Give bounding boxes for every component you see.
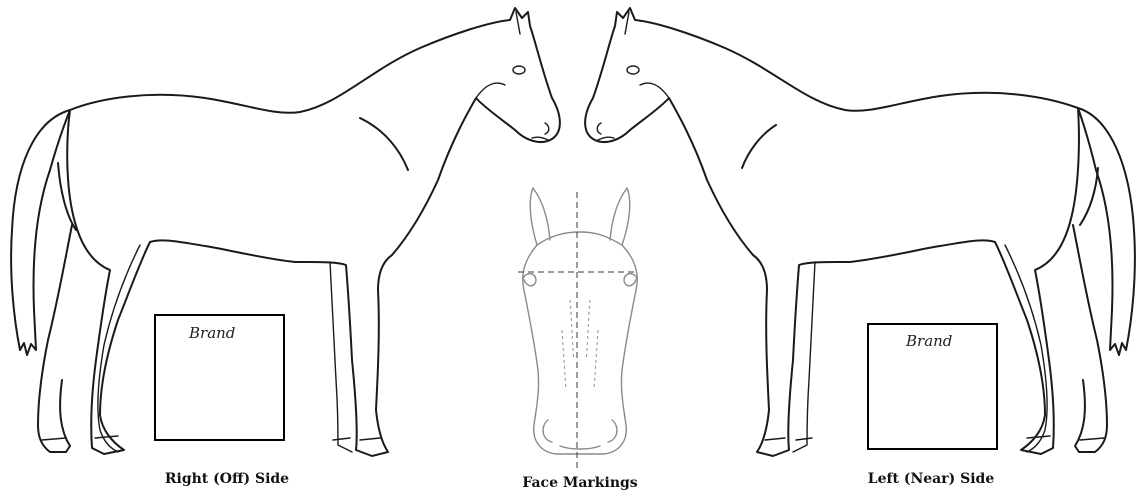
- right-side-far-hind-leg: [98, 245, 140, 452]
- face-markings-label: Face Markings: [522, 475, 637, 491]
- right-side-hoof-1: [42, 438, 66, 440]
- face-detail-right: [594, 330, 598, 390]
- face-detail-left: [562, 330, 566, 390]
- left-side-far-hind-leg: [1005, 245, 1047, 452]
- left-side-hip-line: [1080, 168, 1098, 225]
- left-side-body: [585, 8, 1079, 456]
- right-side-hoof-3: [333, 438, 350, 440]
- left-side-label: Left (Near) Side: [868, 471, 995, 487]
- right-side-hoof-2: [95, 436, 118, 438]
- right-side-near-hind-leg: [38, 225, 72, 452]
- face-right-eye: [624, 274, 637, 286]
- right-side-mouth: [532, 137, 548, 140]
- right-side-horse-outline: [11, 8, 560, 456]
- left-side-tail: [1078, 108, 1135, 355]
- left-side-eye: [627, 66, 639, 74]
- right-side-brand-label: Brand: [188, 324, 235, 342]
- left-side-horse-outline: [585, 8, 1135, 456]
- right-side-nostril: [545, 123, 549, 134]
- left-side-shoulder-line: [742, 125, 776, 168]
- right-side-label: Right (Off) Side: [165, 471, 289, 487]
- right-side-brand-box[interactable]: Brand: [155, 315, 284, 440]
- face-head: [523, 232, 637, 454]
- face-left-nostril: [543, 420, 552, 442]
- right-side-shoulder-line: [360, 118, 408, 170]
- left-side-hoof-2: [1027, 436, 1050, 438]
- face-left-eye: [523, 274, 536, 286]
- left-side-nostril: [597, 123, 601, 134]
- face-detail-inner-left: [570, 300, 574, 360]
- face-left-ear: [530, 188, 550, 245]
- left-side-hoof-3: [796, 438, 812, 440]
- right-side-body: [67, 8, 560, 456]
- left-side-jaw: [640, 83, 669, 98]
- right-side-tail: [11, 110, 70, 355]
- left-side-hoof-1: [1080, 438, 1104, 440]
- left-side-brand-label: Brand: [905, 332, 952, 350]
- left-side-mouth: [598, 137, 614, 140]
- left-side-hoof-4: [765, 438, 785, 440]
- left-side-near-hind-leg: [1073, 225, 1107, 452]
- right-side-eye: [513, 66, 525, 74]
- face-detail-inner-right: [586, 300, 590, 360]
- right-side-hoof-4: [360, 438, 380, 440]
- left-side-brand-box[interactable]: Brand: [868, 324, 997, 449]
- face-right-ear: [610, 188, 630, 245]
- face-markings-outline: [518, 188, 638, 470]
- face-muzzle: [560, 446, 600, 449]
- face-right-nostril: [608, 420, 617, 442]
- right-side-jaw: [476, 83, 505, 98]
